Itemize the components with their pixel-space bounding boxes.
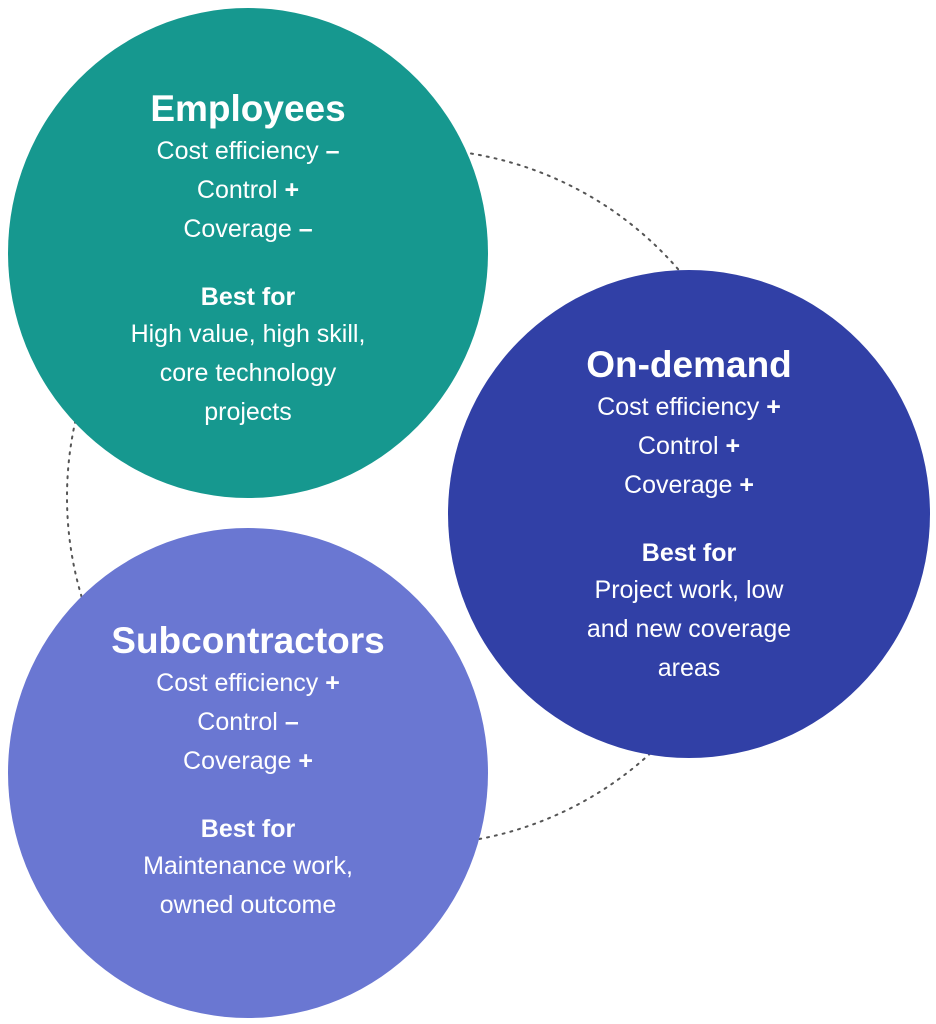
metric-label: Cost efficiency [156,669,319,697]
ondemand-metric-coverage: Coverage + [448,466,930,505]
metric-sign: – [284,708,299,736]
metric-label: Control [197,708,278,736]
ondemand-best-for-label: Best for [641,539,737,567]
metric-sign: + [298,747,313,775]
metric-sign: + [284,176,300,204]
employees-metric-control: Control + [8,171,488,210]
employees-content: Employees Cost efficiency – Control + Co… [8,86,488,432]
subcontractors-circle: Subcontractors Cost efficiency + Control… [8,528,488,1018]
subcontractors-metric-cost-efficiency: Cost efficiency + [8,664,488,703]
employees-best-for-line: High value, high skill, [130,320,366,348]
employees-best-for-label: Best for [200,283,296,311]
metric-sign: – [325,137,340,165]
ondemand-content: On-demand Cost efficiency + Control + Co… [448,342,930,688]
ondemand-best-for-line: Project work, low [594,576,784,604]
metric-label: Control [196,176,278,204]
employees-metric-coverage: Coverage – [8,210,488,249]
subcontractors-best-for-line: owned outcome [159,891,337,919]
subcontractors-title: Subcontractors [111,620,385,661]
metric-label: Cost efficiency [156,137,319,165]
ondemand-best-for-line: and new coverage [586,615,792,643]
metric-sign: + [325,669,340,697]
metric-label: Control [637,432,719,460]
ondemand-circle: On-demand Cost efficiency + Control + Co… [448,270,930,758]
employees-metric-cost-efficiency: Cost efficiency – [8,132,488,171]
subcontractors-metric-coverage: Coverage + [8,742,488,781]
employees-best-for-line: projects [204,398,292,426]
subcontractors-content: Subcontractors Cost efficiency + Control… [8,618,488,925]
metric-sign: + [725,432,741,460]
employees-best-for-line: core technology [159,359,337,387]
metric-sign: – [298,215,313,243]
ondemand-metric-control: Control + [448,427,930,466]
metric-sign: + [766,393,781,421]
subcontractors-best-for-label: Best for [200,815,296,843]
subcontractors-best-for-line: Maintenance work, [143,852,353,880]
ondemand-metric-cost-efficiency: Cost efficiency + [448,388,930,427]
metric-sign: + [739,471,754,499]
metric-label: Coverage [624,471,733,499]
metric-label: Coverage [183,747,292,775]
ondemand-title: On-demand [586,344,792,385]
employees-circle: Employees Cost efficiency – Control + Co… [8,8,488,498]
employees-title: Employees [150,88,346,129]
ondemand-best-for-line: areas [657,654,721,682]
metric-label: Cost efficiency [597,393,760,421]
subcontractors-metric-control: Control – [8,703,488,742]
metric-label: Coverage [183,215,292,243]
